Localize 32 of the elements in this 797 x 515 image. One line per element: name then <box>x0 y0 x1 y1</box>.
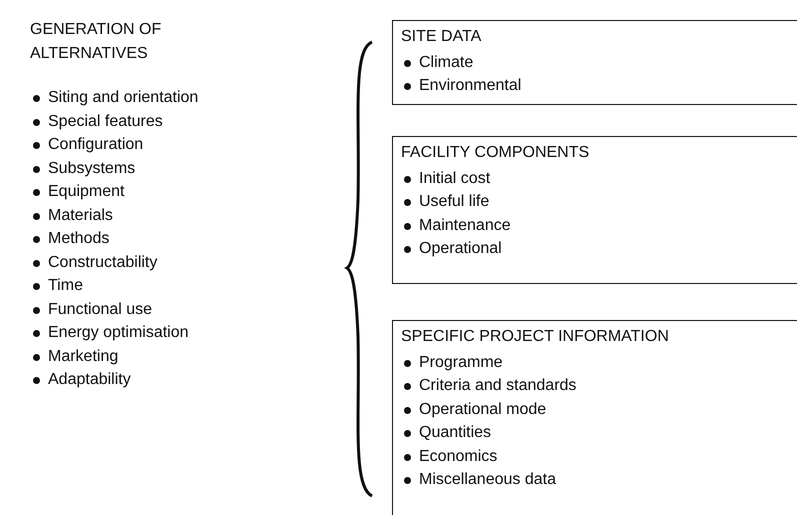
list-item: Quantities <box>419 423 492 443</box>
info-box <box>392 20 797 105</box>
list-item: Criteria and standards <box>419 376 576 396</box>
list-item: Functional use <box>48 300 152 320</box>
heading: GENERATION OF ALTERNATIVES <box>30 20 162 64</box>
list-item: Climate <box>419 52 474 72</box>
box-heading: SPECIFIC PROJECT INFORMATION <box>401 327 669 347</box>
list-item: Special features <box>48 112 163 132</box>
box-heading: SITE DATA <box>401 27 482 47</box>
list-item: Operational mode <box>419 400 546 420</box>
list-item: Environmental <box>419 76 522 96</box>
list-item: Time <box>48 276 83 296</box>
list-item: Materials <box>48 206 113 226</box>
list-item: Methods <box>48 229 110 249</box>
list-item: Subsystems <box>48 158 136 178</box>
list-item: Configuration <box>48 135 144 155</box>
list-item: Initial cost <box>419 168 490 188</box>
list-item: Miscellaneous data <box>419 470 556 490</box>
info-box <box>392 136 797 284</box>
box-heading: FACILITY COMPONENTS <box>401 143 590 163</box>
list-item: Constructability <box>48 252 158 272</box>
list-item: Programme <box>419 352 503 372</box>
list-item: Maintenance <box>419 216 511 236</box>
list-item: Useful life <box>419 192 490 212</box>
list-item: Marketing <box>48 346 118 366</box>
info-box <box>392 320 797 515</box>
list-item: Equipment <box>48 182 124 202</box>
list-item: Operational <box>419 239 502 259</box>
list-item: Energy optimisation <box>48 323 189 343</box>
list-item: Siting and orientation <box>48 88 198 108</box>
list-item: Adaptability <box>48 370 131 390</box>
list-item: Economics <box>419 446 498 466</box>
